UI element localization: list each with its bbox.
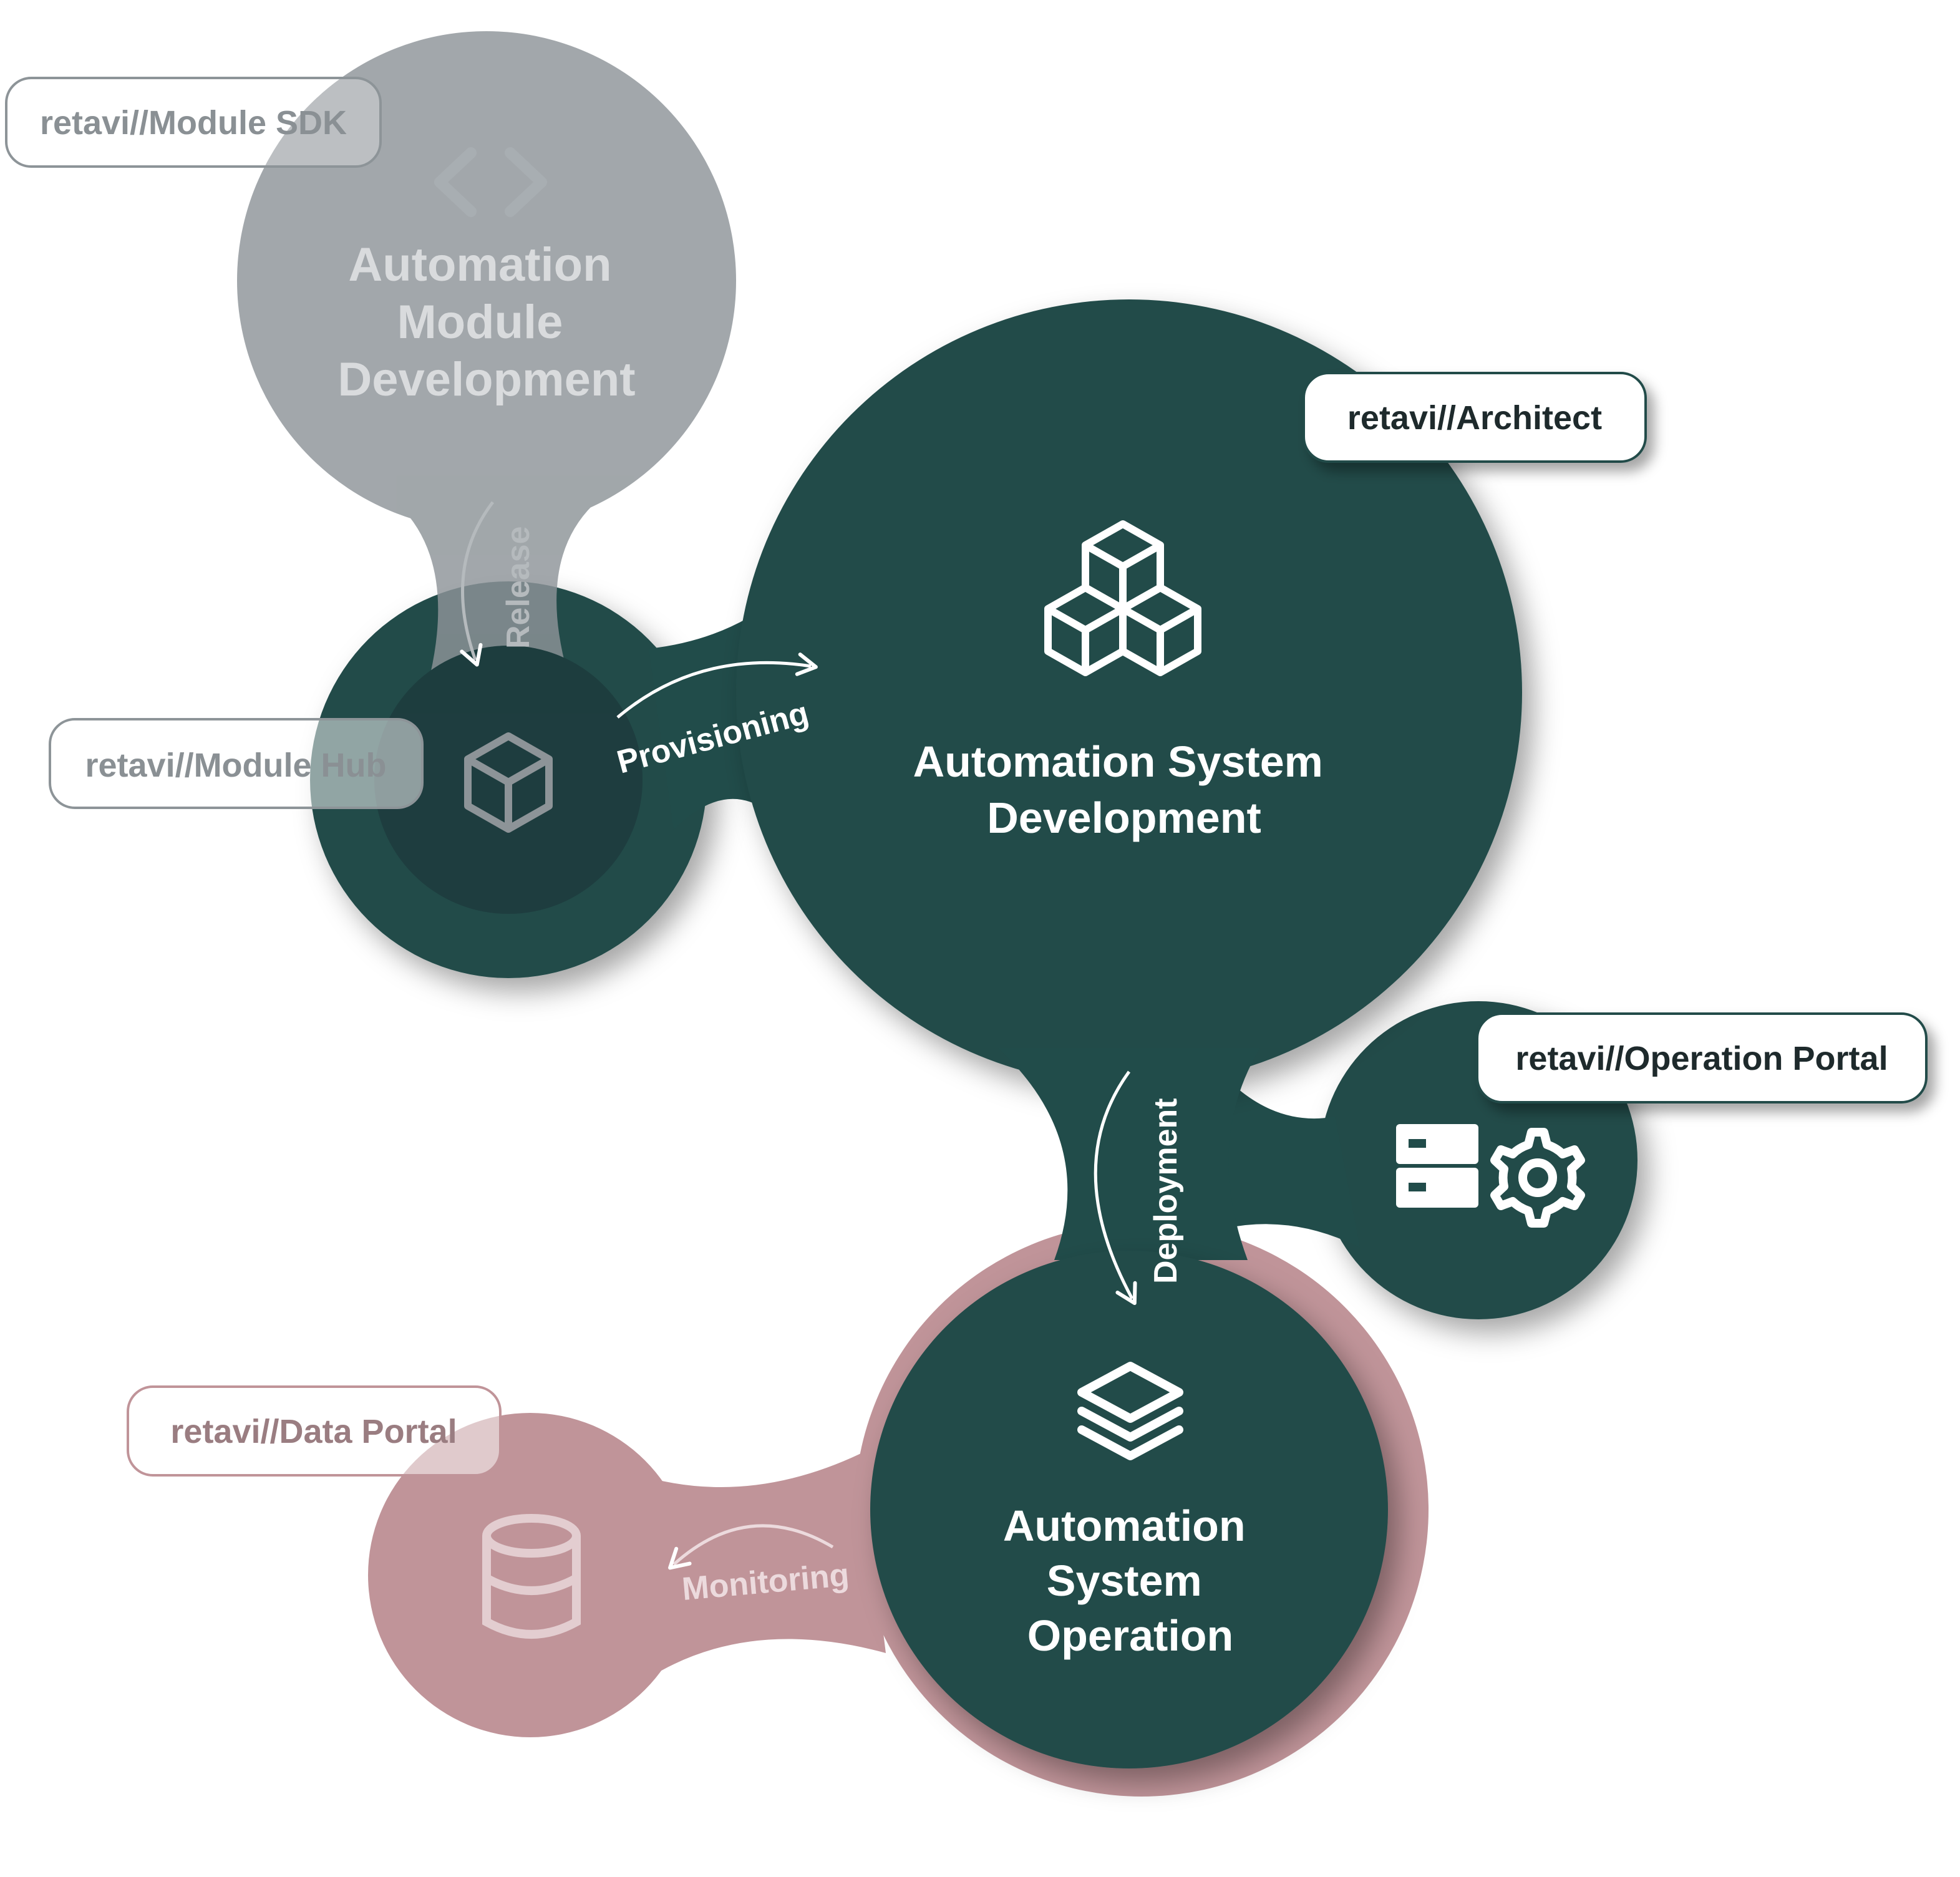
server-icon xyxy=(1396,1124,1478,1208)
label-module-sdk[interactable]: retavi//Module SDK xyxy=(5,77,382,168)
system-development-blob xyxy=(736,299,1522,1260)
label-module-hub[interactable]: retavi//Module Hub xyxy=(49,718,424,809)
label-module-sdk-text: retavi//Module SDK xyxy=(40,104,347,142)
database-icon xyxy=(482,1514,581,1639)
gear-icon xyxy=(1490,1128,1585,1228)
stacked-cubes-icon xyxy=(1044,520,1201,676)
cube-icon xyxy=(464,732,553,833)
label-architect-text: retavi//Architect xyxy=(1347,399,1602,437)
release-flow: Release xyxy=(460,501,536,667)
deployment-label: Deployment xyxy=(1148,1098,1184,1284)
label-operation-portal[interactable]: retavi//Operation Portal xyxy=(1476,1012,1928,1103)
deployment-flow: Deployment xyxy=(1094,1070,1184,1306)
release-label: Release xyxy=(500,526,536,649)
label-architect[interactable]: retavi//Architect xyxy=(1303,372,1647,463)
label-data-portal[interactable]: retavi//Data Portal xyxy=(127,1385,502,1477)
system-development-title: Automation System Development xyxy=(913,737,1336,842)
layers-icon xyxy=(1077,1362,1183,1460)
label-module-hub-text: retavi//Module Hub xyxy=(85,747,386,784)
code-brackets-icon xyxy=(434,147,547,217)
system-operation-blob xyxy=(870,1251,1388,1768)
module-development-title: Automation Module Development xyxy=(337,238,635,406)
label-data-portal-text: retavi//Data Portal xyxy=(170,1413,457,1450)
label-operation-portal-text: retavi//Operation Portal xyxy=(1515,1040,1888,1077)
system-operation-title: Automation System Operation xyxy=(1003,1501,1258,1660)
